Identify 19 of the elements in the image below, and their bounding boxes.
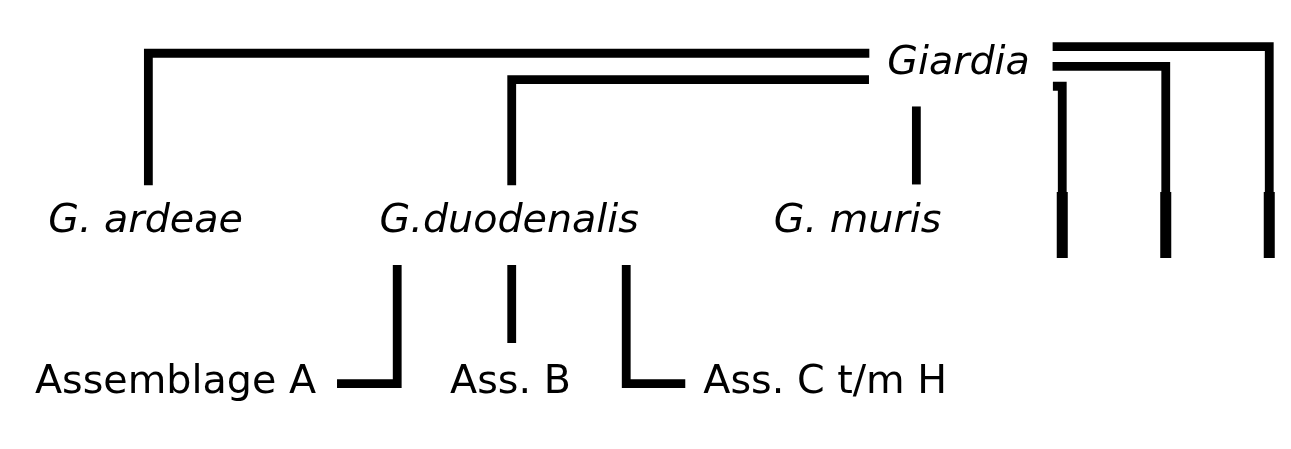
connector <box>143 48 870 185</box>
node-bar <box>1263 191 1275 258</box>
connector <box>507 74 869 185</box>
connector <box>507 264 517 343</box>
connector <box>621 264 686 388</box>
node-text: Ass. C t/m H <box>703 355 948 402</box>
node-text: Giardia <box>887 36 1030 83</box>
node-text: G. ardeae <box>48 194 243 241</box>
node-text: Ass. B <box>450 355 571 402</box>
connector <box>911 105 921 184</box>
node-bar <box>1056 191 1068 258</box>
connector <box>337 264 402 388</box>
node-text: G.duodenalis <box>379 194 639 241</box>
connector <box>1052 81 1067 193</box>
node-text: G. muris <box>773 194 942 241</box>
connector <box>1052 61 1171 193</box>
node-bar <box>1160 191 1172 258</box>
connector <box>1052 41 1274 192</box>
node-text: Assemblage A <box>34 355 317 402</box>
